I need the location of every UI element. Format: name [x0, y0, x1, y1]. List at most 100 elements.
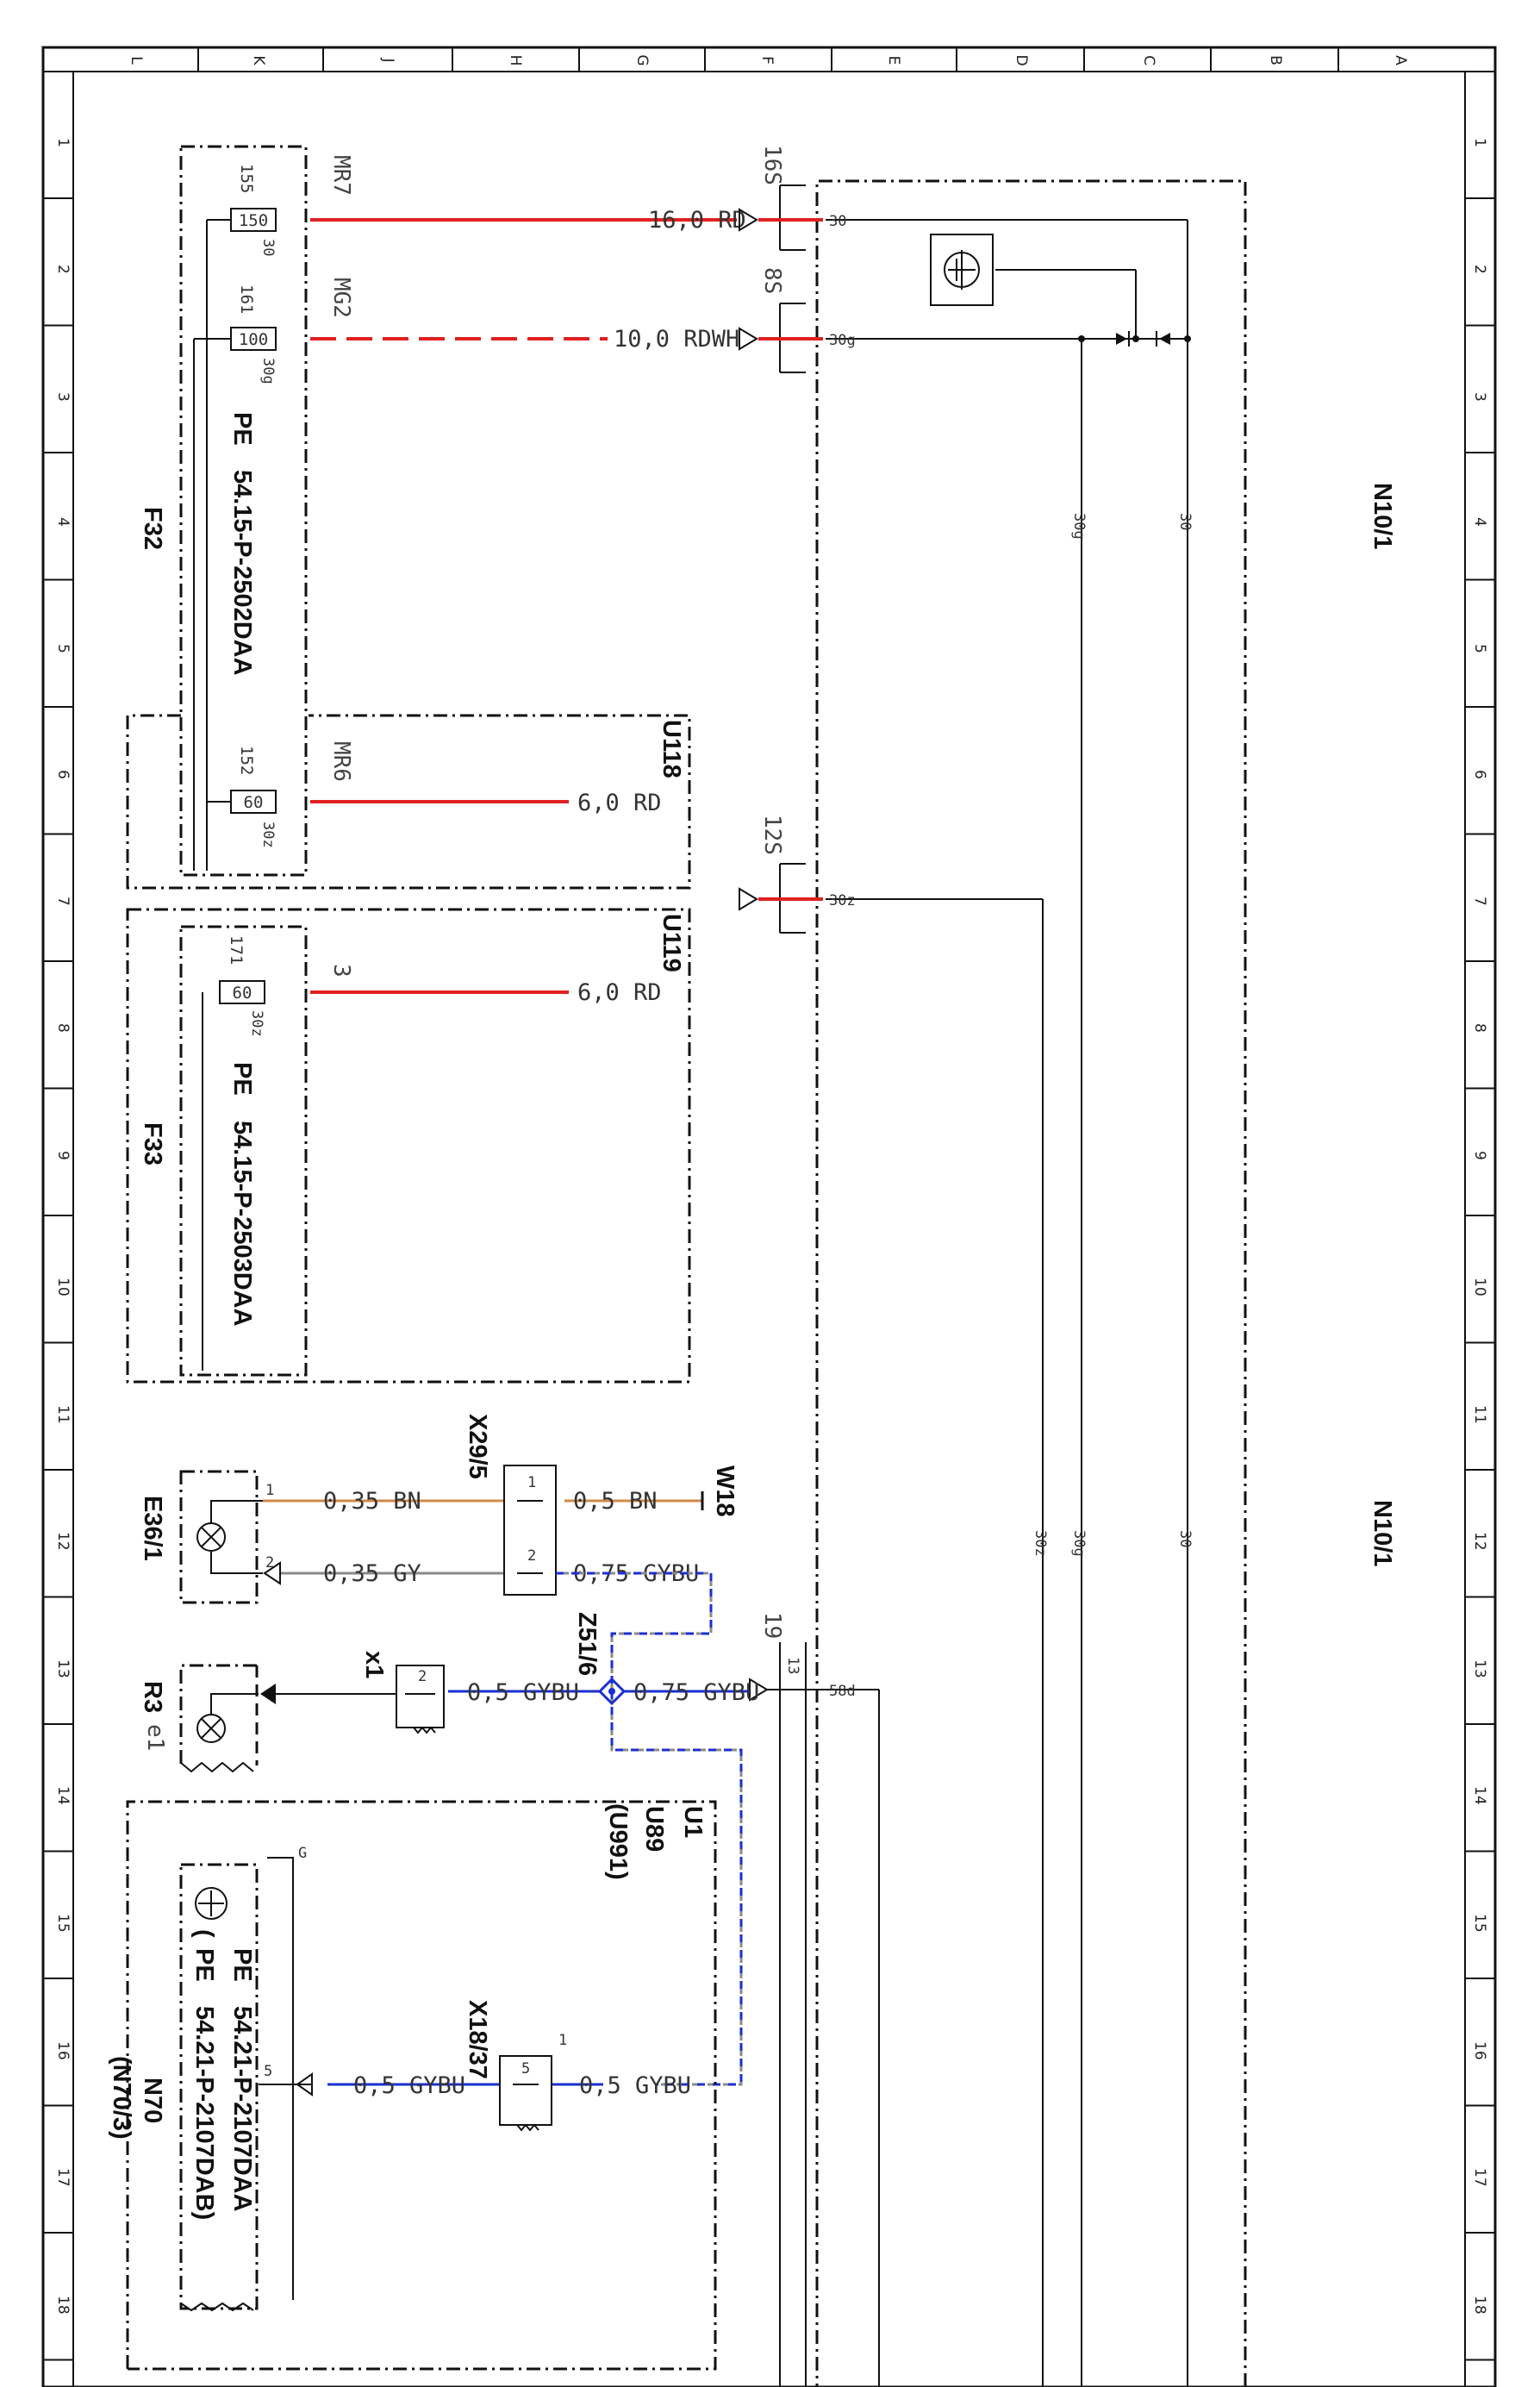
row-label: 3 — [54, 392, 72, 402]
fuse-155: 150 155 30 MR7 — [230, 155, 354, 256]
wire-label: 0,5 GYBU — [467, 1679, 579, 1706]
row-label: 2 — [1471, 265, 1488, 274]
row-label: 9 — [1471, 1151, 1488, 1160]
ref-prefix: PE — [228, 1948, 256, 1982]
row-label: 14 — [1471, 1786, 1488, 1805]
z51-label: Z51/6 — [573, 1612, 601, 1676]
row-label: 13 — [1471, 1659, 1488, 1678]
fuse-171: 60 171 30z 3 — [219, 935, 354, 1037]
connector-8s: 8S — [759, 267, 785, 294]
n10-label-top: N10/1 — [1369, 483, 1396, 549]
fuse-value: 100 — [239, 330, 268, 349]
row-label: 6 — [54, 770, 72, 779]
frame — [41, 46, 1497, 2387]
col-label: J — [379, 57, 396, 62]
fuse-connector: MR7 — [328, 155, 354, 196]
n10-pins — [779, 184, 807, 2387]
bus-label: 30z — [1032, 1530, 1049, 1557]
bus-label: 30g — [1070, 513, 1088, 540]
pin-label: 1 — [558, 2032, 567, 2049]
u119-boundary — [126, 908, 691, 1384]
gybu-net — [327, 1572, 750, 2086]
ref-doc: 54.21-P-2107DAA — [228, 2006, 256, 2212]
pin-13: 13 — [784, 1657, 801, 1674]
u1-label: U1 — [679, 1806, 707, 1838]
fuse-connector: MG2 — [328, 278, 354, 318]
fuse-id: 171 — [227, 935, 246, 965]
wire-label: 0,5 BN — [573, 1488, 658, 1515]
f32-reference: PE 54.15-P-2502DAA — [228, 412, 256, 676]
row-label: 5 — [54, 644, 72, 653]
connector-12s: 12S — [759, 815, 785, 855]
internal-bus — [826, 219, 1191, 2387]
col-label: G — [633, 54, 651, 66]
row-label: 17 — [1471, 2168, 1488, 2187]
row-label: 8 — [1471, 1023, 1488, 1033]
n10-module-boundary — [815, 179, 1247, 2387]
terminal-30z: 30z — [829, 892, 856, 909]
fuse-value: 60 — [233, 984, 253, 1003]
ref-prefix: PE — [190, 1948, 218, 1982]
row-label: 9 — [54, 1151, 72, 1160]
row-label: 18 — [1471, 2296, 1488, 2315]
row-label: 2 — [54, 265, 72, 274]
row-label: 10 — [1471, 1278, 1488, 1297]
f33-label: F33 — [139, 1122, 166, 1165]
ref-doc: 54.15-P-2502DAA — [228, 470, 256, 676]
fuse-connector: 3 — [328, 964, 354, 978]
row-label: 3 — [1471, 392, 1488, 402]
bus-label: 30 — [1176, 1530, 1194, 1547]
pin-label: 2 — [527, 1547, 536, 1565]
col-label: D — [1013, 54, 1030, 66]
pin-label: 2 — [418, 1668, 427, 1685]
u991-label: (U991) — [604, 1803, 632, 1880]
ref-prefix: PE — [228, 412, 256, 446]
terminal-58d: 58d — [829, 1683, 856, 1700]
wire-label: 16,0 RD — [648, 207, 746, 234]
row-label: 8 — [54, 1023, 72, 1033]
wire-label: 0,35 BN — [323, 1488, 421, 1515]
row-label: 14 — [54, 1786, 72, 1805]
column-labels: L K J H G F E D C B A — [128, 54, 1409, 66]
n10-label-bottom: N10/1 — [1369, 1500, 1396, 1566]
col-label: E — [885, 56, 902, 66]
e36-lamp-box — [179, 1470, 263, 1604]
col-label: B — [1267, 55, 1284, 66]
pin-label: 2 — [265, 1554, 274, 1572]
row-label: 1 — [54, 138, 72, 147]
x1-connector — [396, 1665, 445, 1734]
fuse-terminal: 30g — [259, 358, 277, 384]
fuse-value: 60 — [244, 793, 264, 812]
fuse-id: 155 — [237, 164, 256, 193]
e36-label: E36/1 — [139, 1496, 166, 1561]
fuse-terminal: 30z — [259, 822, 277, 848]
row-labels-right: 1 2 3 4 5 6 7 8 9 10 11 12 13 14 15 16 1… — [1471, 138, 1488, 2315]
row-label: 6 — [1471, 770, 1488, 779]
col-label: L — [128, 56, 145, 65]
terminal-30g: 30g — [829, 332, 856, 349]
x18-label: X18/37 — [464, 2000, 491, 2079]
wire-label: 0,5 GYBU — [353, 2072, 465, 2099]
row-label: 15 — [54, 1914, 72, 1933]
connector-16s: 16S — [759, 145, 785, 185]
wire-label: 0,35 GY — [323, 1560, 421, 1587]
bus-label: 30g — [1070, 1530, 1088, 1557]
row-label: 15 — [1471, 1914, 1488, 1933]
r3-sub-label: e1 — [142, 1724, 168, 1751]
x1-label: x1 — [360, 1651, 388, 1678]
row-label: 16 — [1471, 2041, 1488, 2060]
row-label: 17 — [54, 2168, 72, 2187]
n70-block — [179, 1857, 313, 2312]
pin-label: 1 — [265, 1482, 274, 1499]
row-label: 10 — [54, 1278, 72, 1297]
col-label: H — [507, 55, 524, 66]
pin-label: 5 — [521, 2060, 530, 2078]
u119-label: U119 — [658, 914, 685, 972]
ref-open-paren: ( — [190, 1929, 218, 1938]
r3-label: R3 — [139, 1681, 166, 1713]
r3-lamp-box — [179, 1664, 396, 1773]
pin-label: 1 — [527, 1474, 536, 1491]
row-label: 18 — [54, 2296, 72, 2315]
pin-label: G — [298, 1845, 307, 1862]
row-label: 12 — [1471, 1532, 1488, 1551]
